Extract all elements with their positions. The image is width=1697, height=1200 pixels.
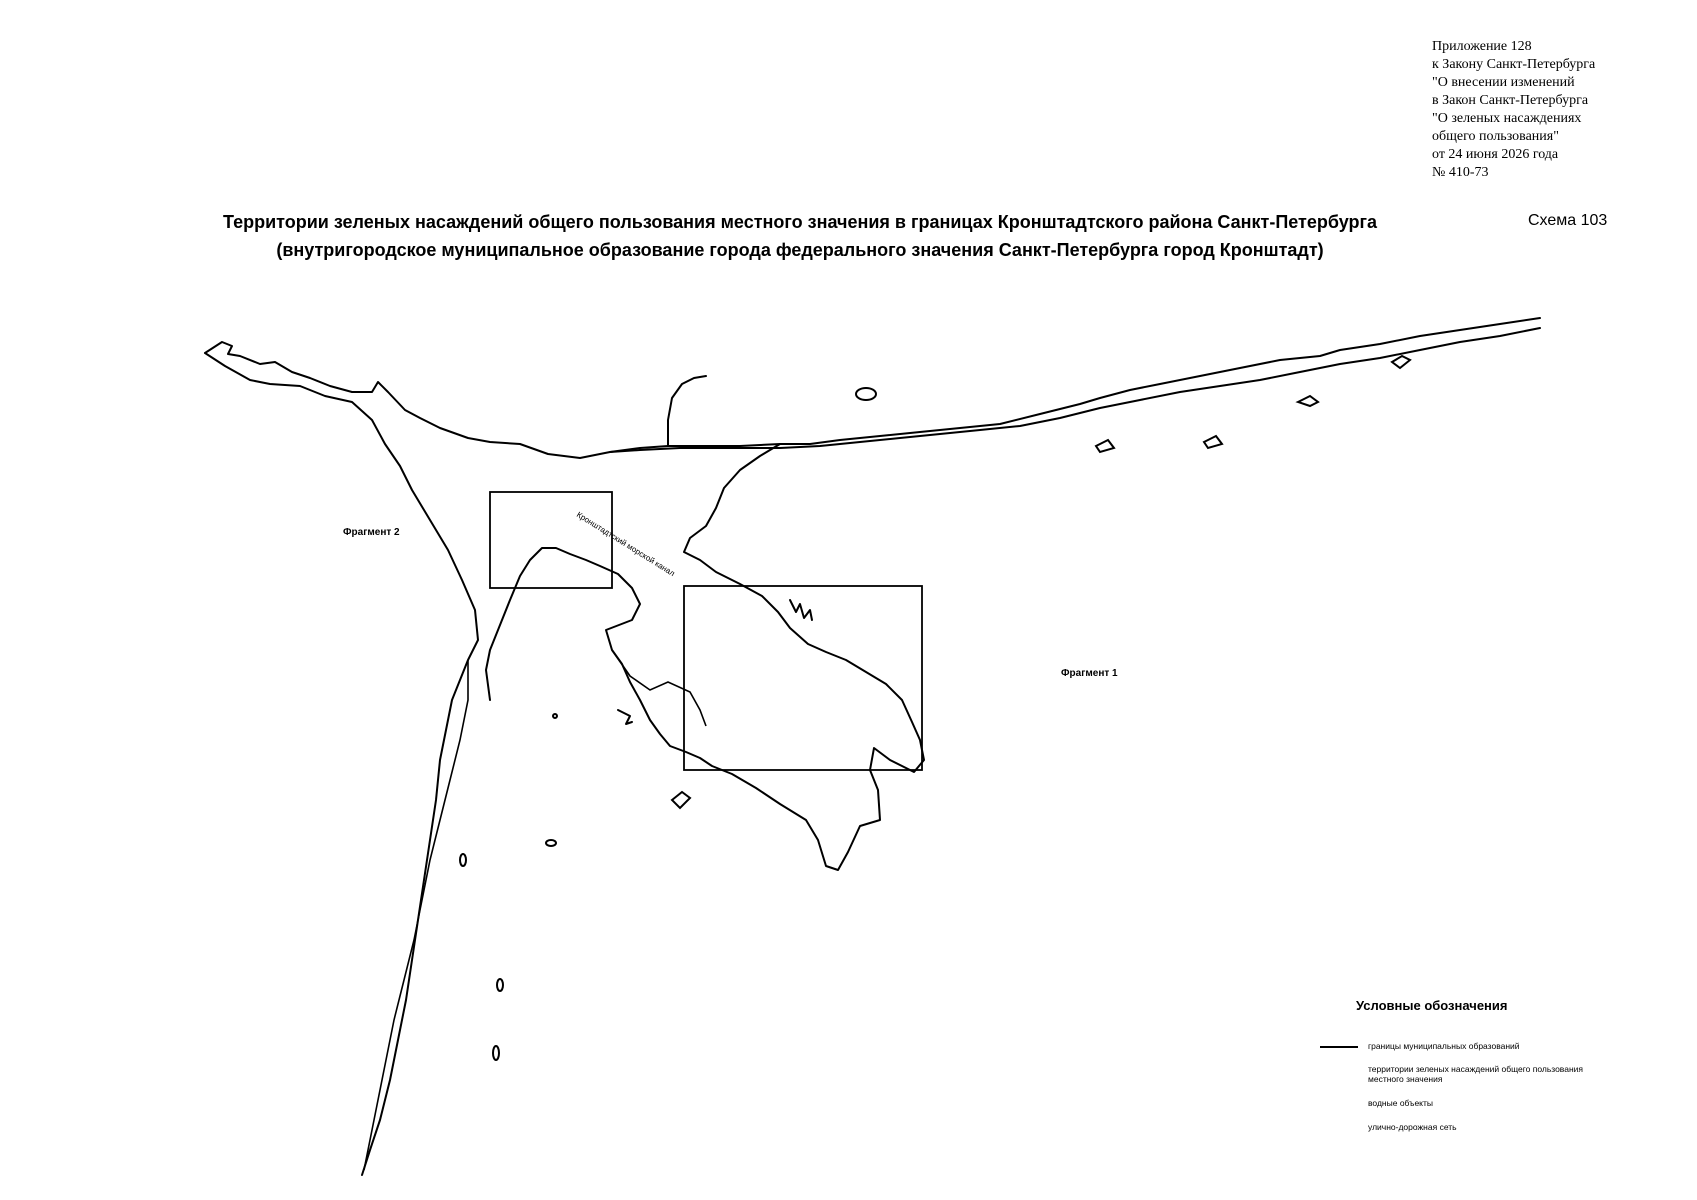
annex-line: общего пользования" (1432, 129, 1559, 144)
north-pier (667, 375, 707, 447)
small-pier (617, 709, 633, 725)
map-title-line2: (внутригородское муниципальное образован… (276, 240, 1324, 260)
legend-item: улично-дорожная сеть (1368, 1122, 1457, 1132)
fragment-2-label: Фрагмент 2 (343, 527, 400, 538)
western-dam-line (363, 660, 469, 1171)
pier-cluster (789, 599, 813, 621)
map-title-line1: Территории зеленых насаждений общего пол… (222, 212, 1378, 232)
islet (855, 387, 877, 401)
islet (552, 713, 558, 719)
islet (496, 978, 504, 992)
islet (459, 853, 467, 867)
annex-line: № 410-73 (1432, 165, 1489, 180)
legend-item: границы муниципальных образований (1368, 1041, 1520, 1051)
legend-item: территории зеленых насаждений общего пол… (1368, 1064, 1583, 1084)
annex-line: Приложение 128 (1432, 39, 1532, 54)
map-title: Территории зеленых насаждений общего пол… (150, 208, 1450, 264)
fragment-2-frame (489, 491, 613, 589)
harbour-piers (611, 649, 707, 727)
islet (670, 790, 692, 810)
islet (492, 1045, 500, 1061)
legend-item: водные объекты (1368, 1098, 1433, 1108)
island-outline-west (204, 317, 1541, 459)
annex-line: к Закону Санкт-Петербурга (1432, 57, 1596, 72)
canal-label: Кронштадтский морской канал (575, 510, 677, 578)
islet (545, 839, 557, 847)
islet (1094, 438, 1116, 454)
annex-line: "О зеленых насаждениях (1432, 111, 1582, 126)
annex-note: Приложение 128 к Закону Санкт-Петербурга… (1432, 38, 1672, 182)
northern-dam-line (609, 327, 1541, 453)
fragment-1-label: Фрагмент 1 (1061, 668, 1118, 679)
islet (1202, 434, 1224, 450)
islet (1390, 354, 1412, 370)
fragment-1-frame (683, 585, 923, 771)
scheme-number: Схема 103 (1528, 212, 1608, 229)
legend-swatch-boundary (1320, 1046, 1358, 1048)
annex-line: "О внесении изменений (1432, 75, 1575, 90)
island-outline-east (485, 443, 925, 871)
legend-title: Условные обозначения (1356, 998, 1508, 1013)
island-outline-west-inner (204, 352, 479, 1176)
annex-line: от 24 июня 2026 года (1432, 147, 1559, 162)
islet (1295, 394, 1320, 408)
annex-line: в Закон Санкт-Петербурга (1432, 93, 1589, 108)
